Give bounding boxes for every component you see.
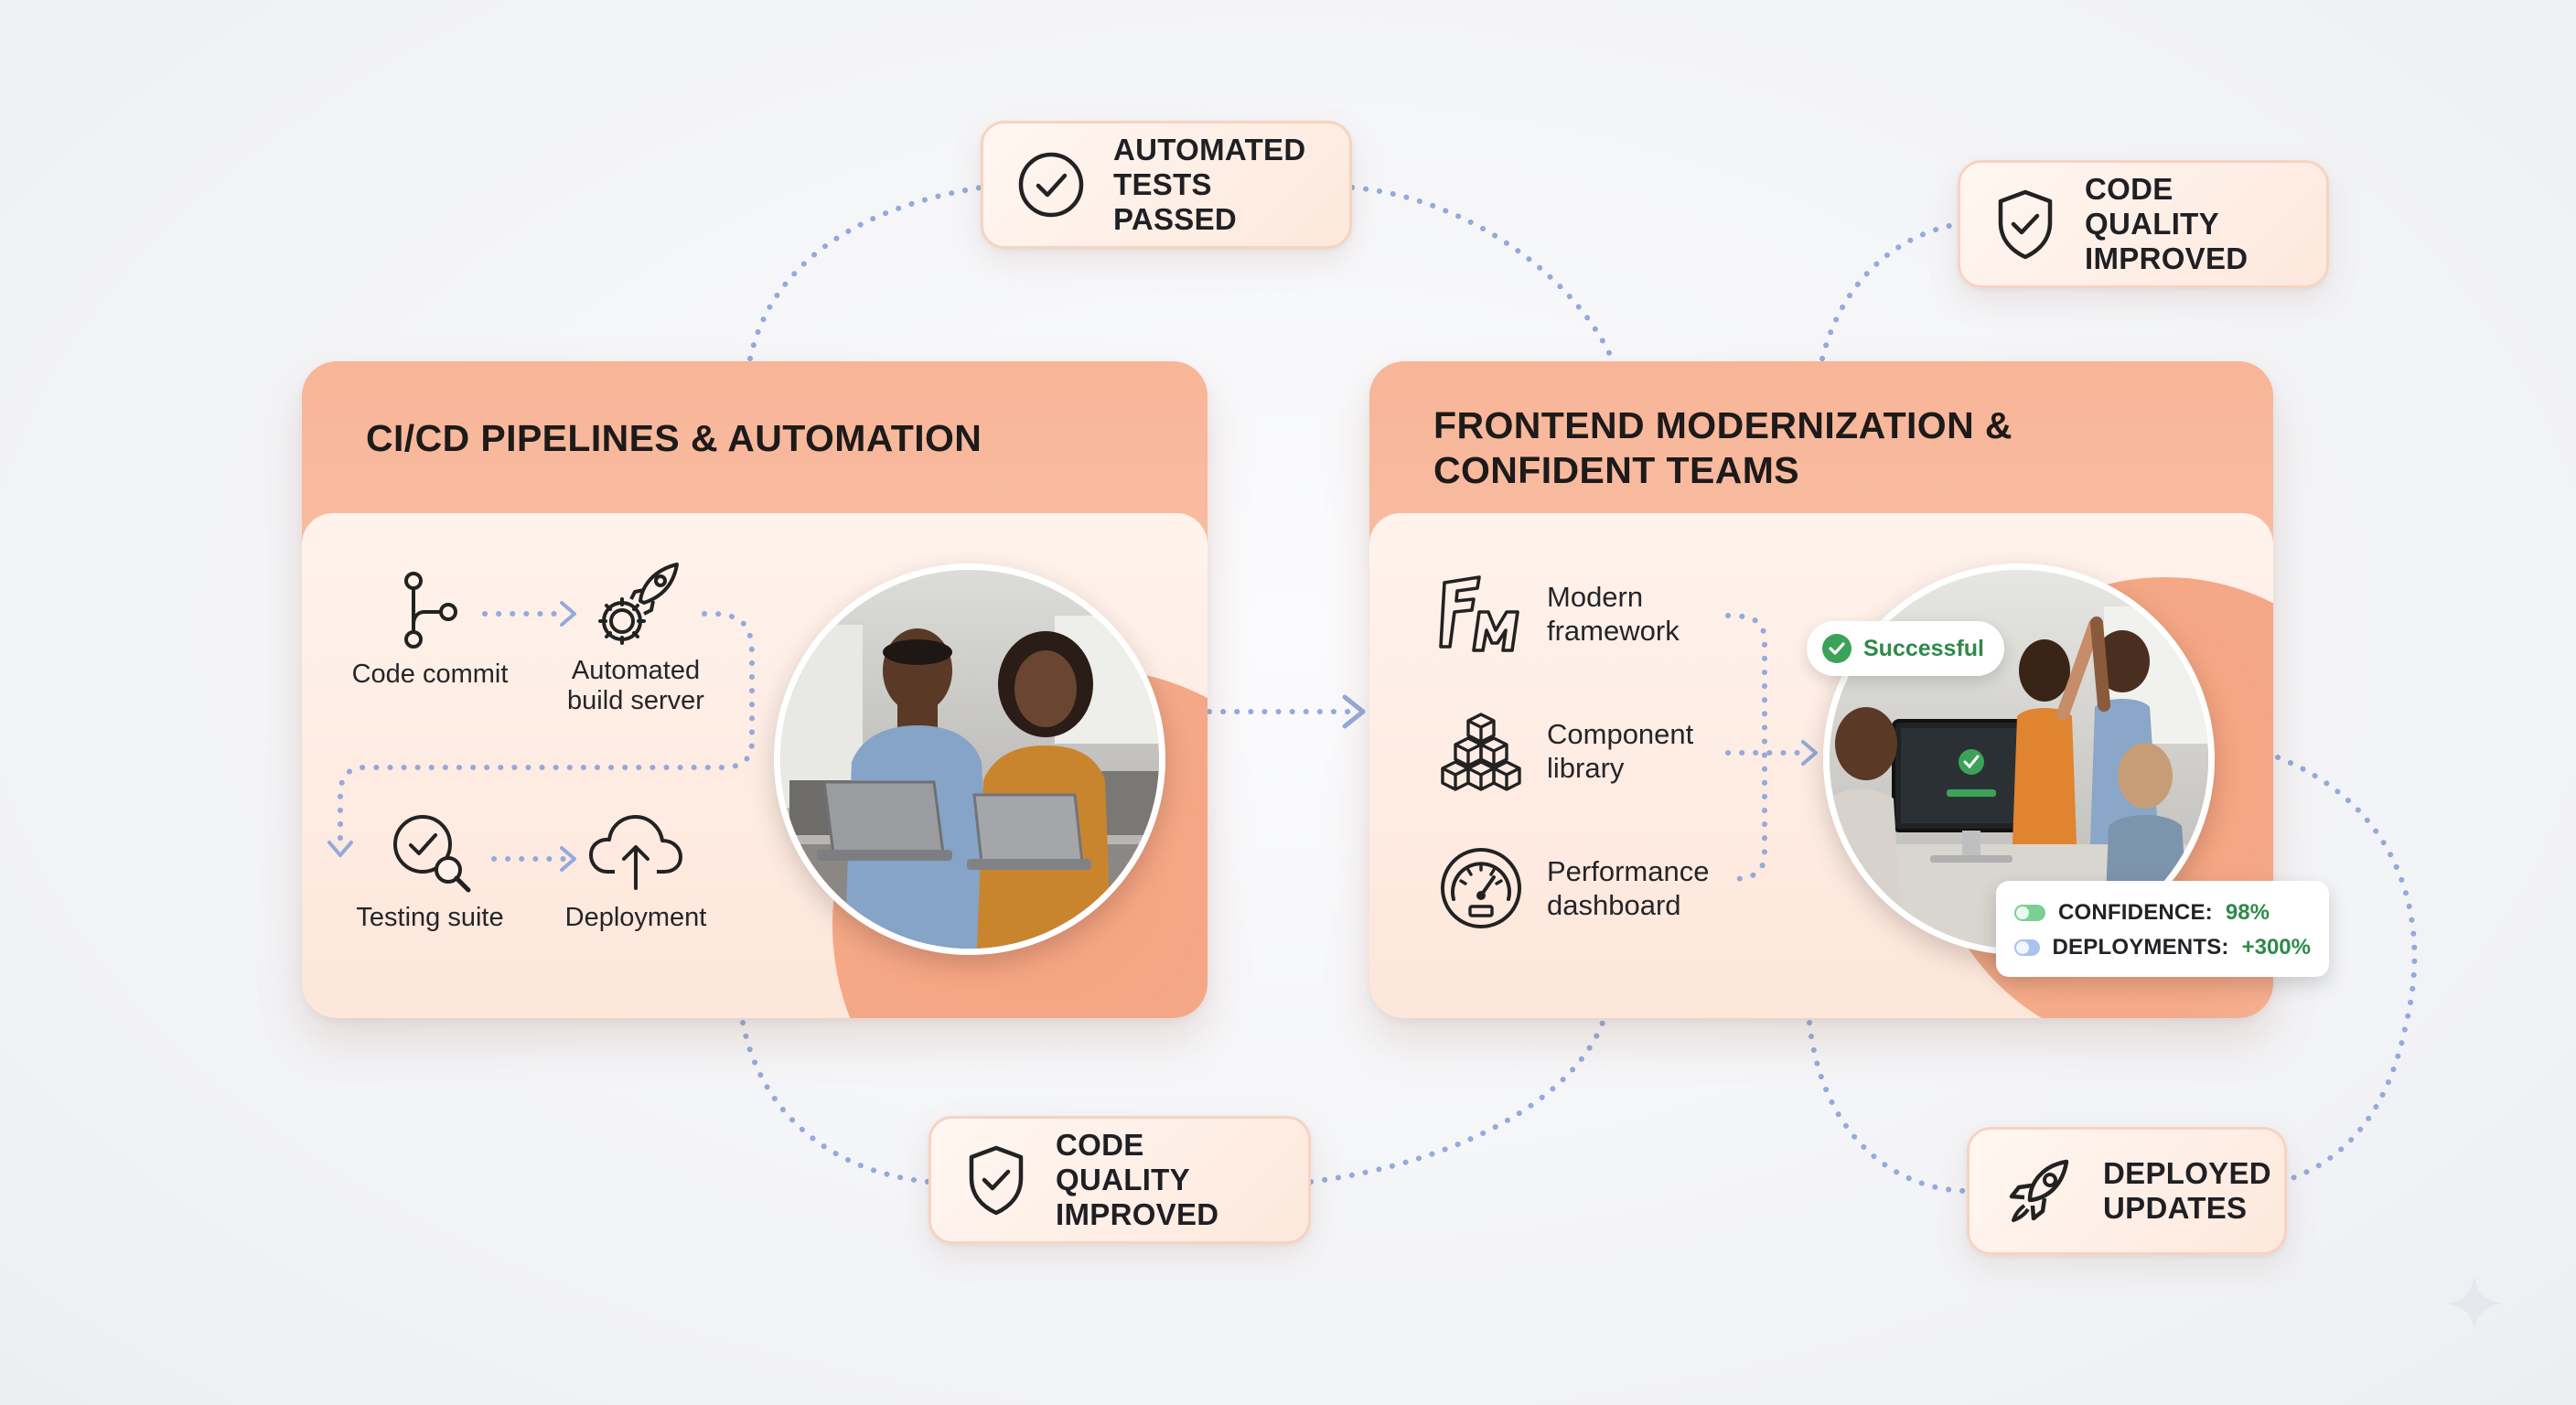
gauge-icon [1441, 848, 1521, 928]
step-label: Code commit [351, 660, 509, 689]
feature-label: Component library [1547, 718, 1694, 784]
metrics-card: CONFIDENCE: 98% DEPLOYMENTS: +300% [1996, 881, 2329, 977]
metric-key: CONFIDENCE: [2058, 900, 2213, 925]
toggle-indicator [2014, 939, 2040, 956]
cicd-card: CI/CD PIPELINES & AUTOMATION Code commit [302, 361, 1208, 1018]
connector-cicd-to-tests [747, 185, 983, 361]
connector-frontend-to-deployed [1807, 1020, 1970, 1194]
feature-performance-dashboard: Performance dashboard [1437, 844, 1709, 932]
step-automated-build-server: Automated build server [544, 559, 727, 716]
fm-logo-icon [1439, 575, 1519, 652]
pill-label: AUTOMATED TESTS PASSED [1113, 133, 1306, 236]
step-label: Testing suite [356, 903, 504, 932]
cloud-upload-icon [589, 815, 682, 890]
pill-label: DEPLOYED UPDATES [2103, 1156, 2271, 1225]
metric-key: DEPLOYMENTS: [2052, 935, 2229, 960]
cicd-card-body: Code commit Automated build server [302, 513, 1208, 1018]
shield-check-icon [969, 1145, 1024, 1216]
connector-arrowhead [1342, 694, 1366, 729]
connector-quality-to-frontend [1308, 1020, 1605, 1185]
connector-frontend-to-quality [1819, 221, 1960, 361]
connector-tests-to-frontend [1349, 185, 1615, 361]
feature-flow-lines [1725, 613, 1818, 882]
pill-label: CODE QUALITY IMPROVED [1056, 1128, 1219, 1231]
team-photo-laptops [774, 563, 1165, 955]
frontend-card-title: FRONTEND MODERNIZATION & CONFIDENT TEAMS [1433, 404, 2012, 491]
step-deployment: Deployment [544, 808, 727, 933]
status-badge-successful: Successful [1807, 621, 2005, 676]
pill-automated-tests-passed: AUTOMATED TESTS PASSED [981, 121, 1352, 249]
check-circle-icon [1018, 152, 1084, 218]
feature-label: Modern framework [1547, 581, 1680, 647]
toggle-indicator [2014, 905, 2045, 921]
step-label: Deployment [564, 903, 707, 932]
step-testing-suite: Testing suite [338, 808, 521, 933]
step-code-commit: Code commit [338, 570, 521, 690]
check-magnifier-icon [393, 815, 471, 893]
pill-label: CODE QUALITY IMPROVED [2085, 172, 2249, 275]
metric-deployments: DEPLOYMENTS: +300% [2014, 930, 2311, 965]
metric-value: 98% [2225, 900, 2270, 925]
metric-confidence: CONFIDENCE: 98% [2014, 896, 2311, 930]
pill-code-quality-bottom: CODE QUALITY IMPROVED [928, 1116, 1311, 1244]
shield-check-icon [1998, 189, 2053, 260]
rocket-icon [2009, 1159, 2069, 1222]
metric-value: +300% [2241, 935, 2311, 960]
pipeline-flow-arrows [327, 601, 755, 872]
connector-photo-to-deployed [2275, 755, 2418, 1183]
status-badge-label: Successful [1863, 635, 1985, 661]
pill-deployed-updates: DEPLOYED UPDATES [1967, 1127, 2287, 1255]
pill-code-quality-top: CODE QUALITY IMPROVED [1958, 160, 2329, 288]
git-branch-icon [404, 572, 457, 649]
feature-modern-framework: Modern framework [1437, 570, 1680, 658]
step-label: Automated build server [567, 656, 704, 715]
sparkle-icon [2446, 1275, 2503, 1332]
cubes-icon [1441, 713, 1521, 791]
cicd-card-title: CI/CD PIPELINES & AUTOMATION [366, 417, 982, 459]
rocket-gear-icon [598, 563, 679, 645]
check-circle-icon [1822, 634, 1852, 663]
feature-label: Performance dashboard [1547, 855, 1710, 921]
feature-component-library: Component library [1437, 707, 1693, 795]
connector-cicd-to-quality [740, 1020, 931, 1185]
